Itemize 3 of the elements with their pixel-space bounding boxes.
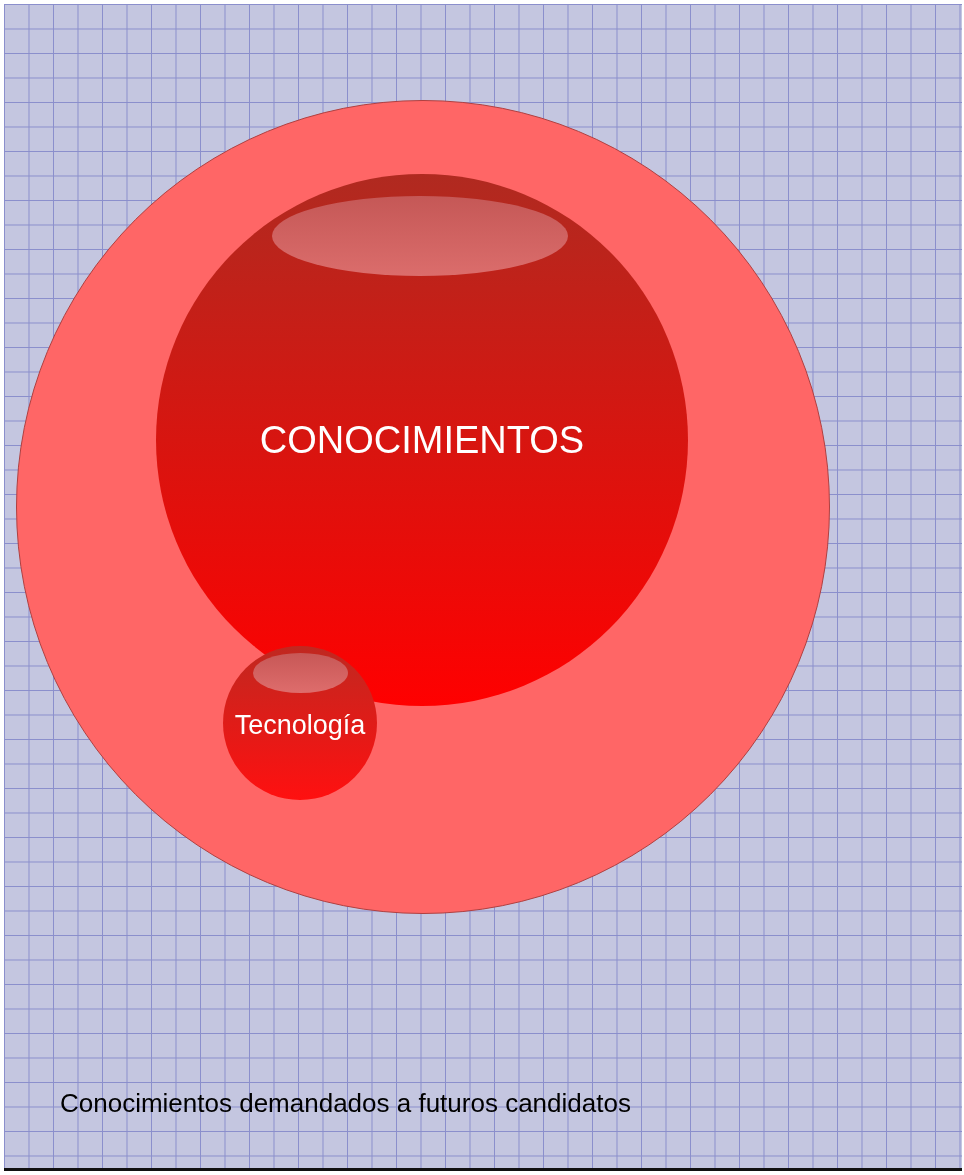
- sphere-label: CONOCIMIENTOS: [259, 419, 585, 462]
- sphere-label: Tecnología: [234, 710, 366, 741]
- caption: Conocimientos demandados a futuros candidatos: [60, 1088, 631, 1119]
